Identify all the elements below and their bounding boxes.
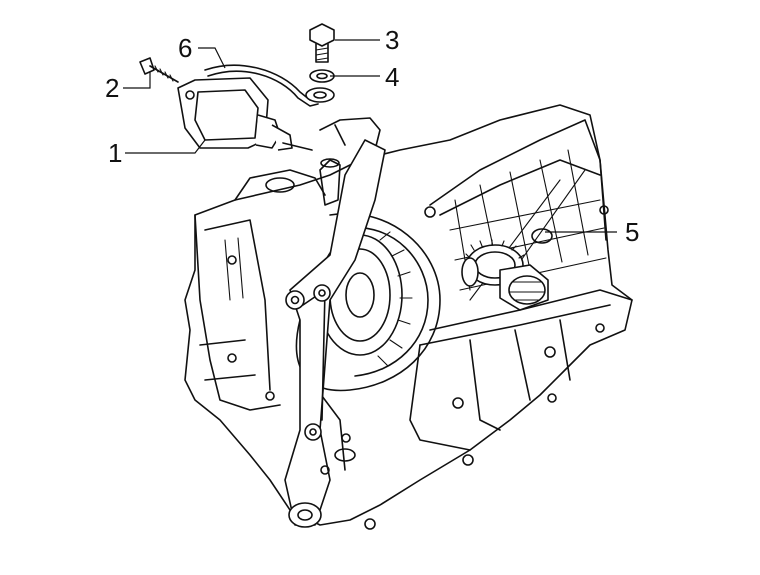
callout-4: 4	[385, 62, 400, 92]
leader-6	[198, 47, 226, 69]
case-holes	[227, 205, 609, 530]
gear-cluster	[461, 239, 549, 311]
leader-1	[125, 139, 206, 154]
callout-5: 5	[625, 217, 640, 247]
crankcase-body	[184, 104, 633, 526]
leader-2	[123, 72, 151, 89]
lead-cable-part-6	[204, 64, 319, 107]
washer-part-4	[305, 69, 335, 103]
bolt-part-3	[309, 23, 335, 63]
leader-lines	[123, 39, 617, 233]
lever-arm	[284, 139, 386, 528]
callout-1: 1	[108, 138, 123, 168]
callout-6: 6	[178, 33, 193, 63]
screw-part-2	[139, 57, 179, 83]
callout-3: 3	[385, 25, 400, 55]
callout-2: 2	[105, 73, 120, 103]
starter-motor-part-1	[177, 77, 313, 151]
